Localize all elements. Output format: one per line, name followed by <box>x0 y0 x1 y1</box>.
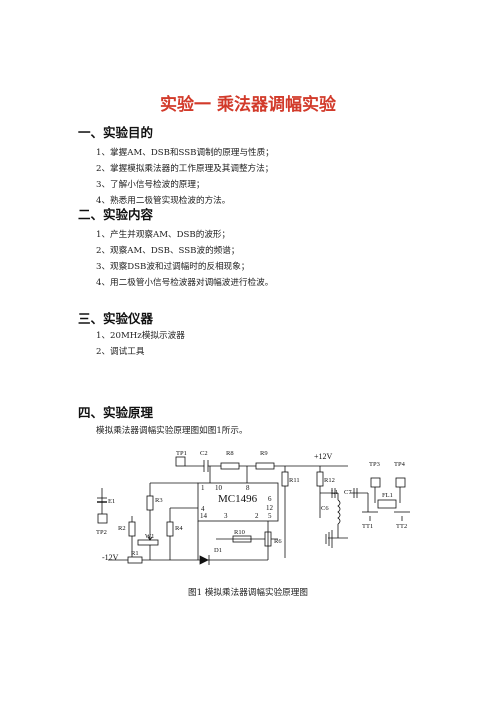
label-r12: R12 <box>324 477 335 484</box>
label-fl1: FL1 <box>382 492 393 499</box>
section-heading-purpose: 一、实验目的 <box>78 125 154 140</box>
section-heading-content: 二、实验内容 <box>78 207 154 222</box>
label-r11: R11 <box>289 477 300 484</box>
chip-pin: 5 <box>268 512 272 520</box>
label-l1: L1 <box>331 489 338 496</box>
chip-pin: 2 <box>255 512 259 520</box>
chip-pin: 10 <box>215 484 223 492</box>
label-r3: R3 <box>155 497 163 504</box>
section-heading-principle: 四、实验原理 <box>78 405 154 420</box>
potentiometer-w1-symbol <box>137 539 159 546</box>
list-item: 2、掌握模拟乘法器的工作原理及其调整方法； <box>96 164 274 174</box>
chip-pin: 3 <box>224 512 228 520</box>
label-r2: R2 <box>118 525 126 532</box>
list-item: 4、熟悉用二极管实现检波的方法。 <box>96 196 231 206</box>
label-tp1: TP1 <box>176 450 187 457</box>
label-c2: C2 <box>200 450 208 457</box>
label-tt2: TT2 <box>396 523 407 530</box>
chip-pin: 14 <box>200 512 208 520</box>
page-title: 实验一 乘法器调幅实验 <box>160 95 336 115</box>
list-item: 1、产生并观察AM、DSB的波形； <box>96 230 231 240</box>
test-point-tp2-symbol <box>97 513 108 524</box>
label-tp3: TP3 <box>369 461 380 468</box>
chip-pin: 12 <box>266 504 274 512</box>
label-r9: R9 <box>260 450 268 457</box>
chip-pin: 1 <box>201 484 205 492</box>
list-item: 2、调试工具 <box>96 347 145 357</box>
label-r1: R1 <box>131 550 139 557</box>
principle-intro: 模拟乘法器调幅实验原理图如图1所示。 <box>96 426 248 436</box>
resistor-r1-symbol <box>127 556 143 564</box>
chip-pin: 8 <box>246 484 250 492</box>
test-point-tp4-symbol <box>395 477 406 488</box>
label-d1: D1 <box>214 547 222 554</box>
label-e1: E1 <box>108 498 115 505</box>
label-tp2: TP2 <box>96 529 107 536</box>
list-item: 1、掌握AM、DSB和SSB调制的原理与性质； <box>96 148 274 158</box>
label-r4: R4 <box>175 525 183 532</box>
circuit-schematic: TP1 C2 R8 R9 +12V R11 R12 L1 C7 C6 TP3 T… <box>96 450 410 565</box>
label-c6: C6 <box>321 505 329 512</box>
label-minus-12v: -12V <box>102 553 119 562</box>
label-tt1: TT1 <box>362 523 373 530</box>
label-w1: W1 <box>145 533 154 540</box>
section-heading-instruments: 三、实验仪器 <box>78 311 154 326</box>
label-r6: R6 <box>274 538 282 545</box>
list-item: 2、观察AM、DSB、SSB波的频谱； <box>96 246 240 256</box>
label-c7: C7 <box>344 489 352 496</box>
list-item: 4、用二极管小信号检波器对调幅波进行检波。 <box>96 278 274 288</box>
figure-caption: 图1 模拟乘法器调幅实验原理图 <box>188 588 308 598</box>
label-r10: R10 <box>234 529 245 536</box>
filter-fl1-symbol <box>377 499 397 509</box>
resistor-r3-symbol <box>146 495 154 511</box>
mc1496-chip <box>197 482 279 522</box>
resistor-r4-symbol <box>166 521 174 537</box>
label-plus-12v: +12V <box>314 452 333 461</box>
chip-label: MC1496 <box>218 493 258 505</box>
diode-d1-symbol <box>199 555 209 565</box>
resistor-r2-symbol <box>128 521 136 537</box>
label-r8: R8 <box>226 450 234 457</box>
test-point-tp1-symbol <box>175 456 186 467</box>
test-point-tp3-symbol <box>370 477 381 488</box>
inductor-l1-symbol <box>337 499 341 525</box>
list-item: 1、20MHz模拟示波器 <box>96 331 185 341</box>
list-item: 3、观察DSB波和过调幅时的反相现象； <box>96 262 250 272</box>
resistor-r11-symbol <box>281 471 289 487</box>
resistor-r8-symbol <box>220 462 240 470</box>
label-tp4: TP4 <box>394 461 406 468</box>
resistor-r12-symbol <box>316 471 324 487</box>
chip-pin: 6 <box>268 495 272 503</box>
chip-pin: 4 <box>201 505 205 513</box>
list-item: 3、了解小信号检波的原理； <box>96 180 205 190</box>
resistor-r9-symbol <box>255 462 275 470</box>
